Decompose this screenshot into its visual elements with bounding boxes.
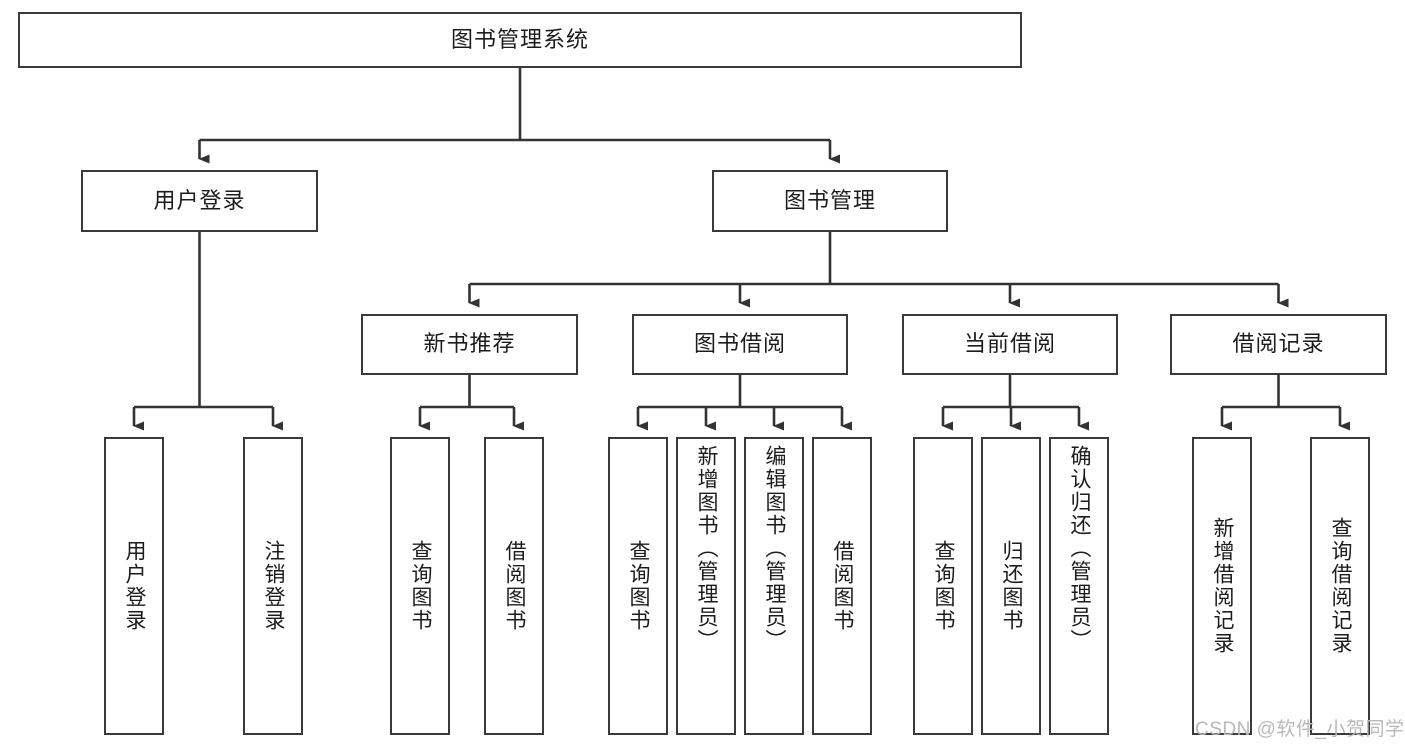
node-user-login[interactable]: 用户登录: [81, 170, 318, 232]
node-label-leaf-add-record: 新增借阅记录: [1211, 517, 1235, 655]
node-label-leaf-query-book-2: 查询图书: [627, 540, 651, 632]
node-label-leaf-return-book: 归还图书: [1000, 540, 1024, 632]
node-leaf-user-login[interactable]: 用户登录: [104, 437, 164, 735]
node-label-leaf-query-book-1: 查询图书: [409, 540, 433, 632]
node-label-new-book-rec: 新书推荐: [423, 331, 516, 357]
node-label-user-login: 用户登录: [153, 187, 246, 213]
node-label-current-borrow: 当前借阅: [963, 331, 1056, 357]
node-label-borrow-record: 借阅记录: [1232, 331, 1325, 357]
node-leaf-return-book[interactable]: 归还图书: [981, 437, 1041, 735]
csdn-watermark: CSDN @软件_小贺同学: [1195, 719, 1405, 740]
node-current-borrow[interactable]: 当前借阅: [902, 314, 1118, 375]
node-label-leaf-add-book: 新增图书（管理员）: [695, 445, 719, 652]
node-root[interactable]: 图书管理系统: [18, 12, 1022, 68]
node-leaf-confirm-return[interactable]: 确认归还（管理员）: [1049, 437, 1109, 735]
node-leaf-edit-book[interactable]: 编辑图书（管理员）: [744, 437, 804, 735]
node-leaf-query-record[interactable]: 查询借阅记录: [1310, 437, 1370, 735]
node-label-leaf-borrow-book-2: 借阅图书: [831, 540, 855, 632]
node-book-borrow[interactable]: 图书借阅: [632, 314, 848, 375]
node-label-leaf-edit-book: 编辑图书（管理员）: [763, 445, 787, 652]
node-leaf-logout[interactable]: 注销登录: [243, 437, 303, 735]
node-label-leaf-confirm-return: 确认归还（管理员）: [1068, 445, 1092, 652]
node-leaf-add-book[interactable]: 新增图书（管理员）: [676, 437, 736, 735]
node-leaf-borrow-book-1[interactable]: 借阅图书: [484, 437, 544, 735]
node-leaf-add-record[interactable]: 新增借阅记录: [1192, 437, 1252, 735]
node-book-manage[interactable]: 图书管理: [712, 170, 948, 232]
node-label-leaf-query-book-3: 查询图书: [932, 540, 956, 632]
node-label-root: 图书管理系统: [450, 26, 589, 52]
node-leaf-query-book-3[interactable]: 查询图书: [913, 437, 973, 735]
node-new-book-rec[interactable]: 新书推荐: [361, 314, 578, 375]
node-label-book-manage: 图书管理: [783, 187, 876, 213]
node-leaf-query-book-2[interactable]: 查询图书: [608, 437, 668, 735]
node-leaf-borrow-book-2[interactable]: 借阅图书: [812, 437, 872, 735]
node-borrow-record[interactable]: 借阅记录: [1170, 314, 1387, 375]
node-label-leaf-borrow-book-1: 借阅图书: [503, 540, 527, 632]
node-label-leaf-user-login: 用户登录: [123, 540, 147, 632]
node-label-leaf-query-record: 查询借阅记录: [1329, 517, 1353, 655]
node-label-book-borrow: 图书借阅: [693, 331, 786, 357]
node-leaf-query-book-1[interactable]: 查询图书: [390, 437, 450, 735]
node-label-leaf-logout: 注销登录: [262, 540, 286, 632]
